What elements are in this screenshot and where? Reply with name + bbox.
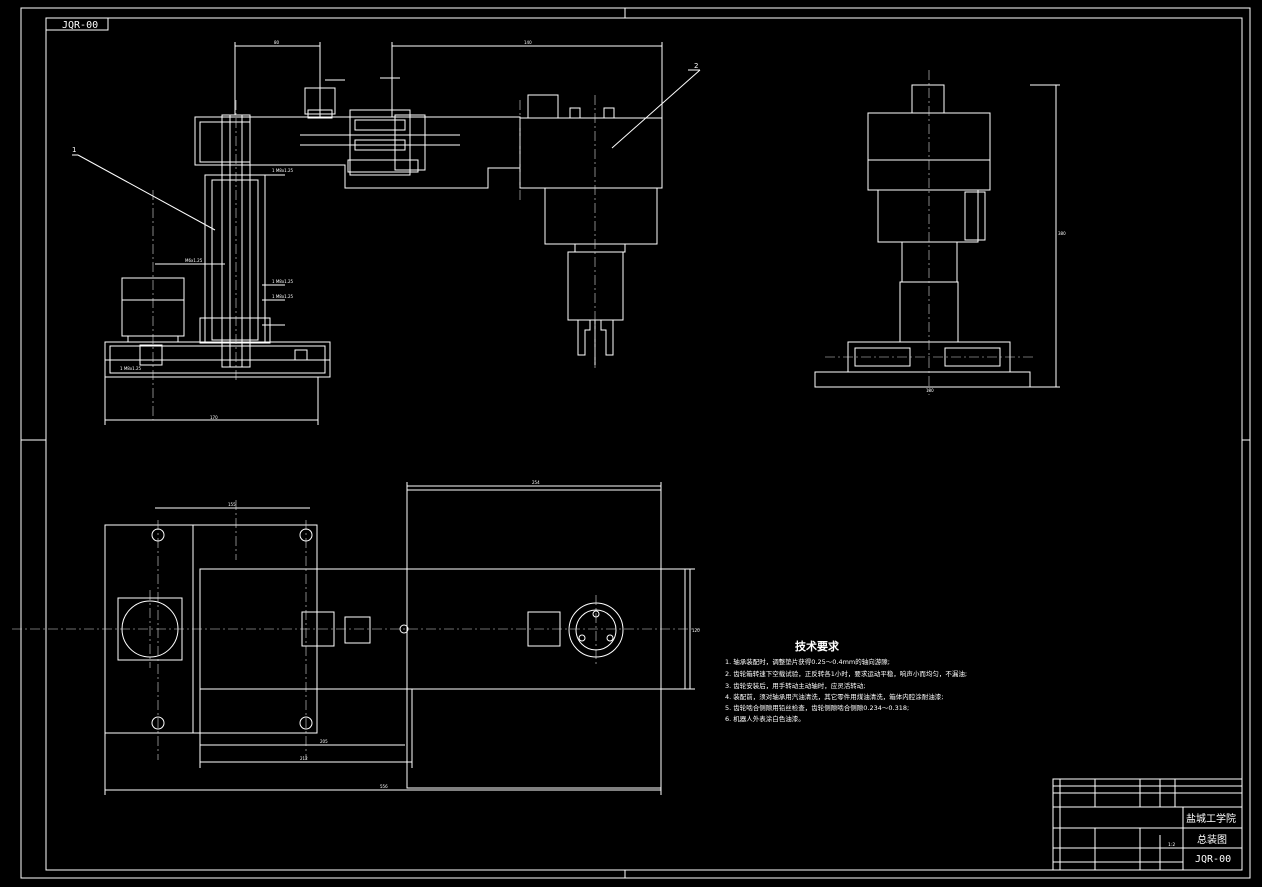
svg-text:1 M8x1.25: 1 M8x1.25 [272,279,294,284]
svg-text:1 M8x1.25: 1 M8x1.25 [272,168,294,173]
svg-text:155: 155 [228,502,236,507]
svg-text:180: 180 [926,388,934,393]
tech-requirement-item: 5. 齿轮啮合侧隙用铅丝检查，齿轮侧隙啮合侧隙0.234～0.318; [725,703,909,712]
front-view-dims: 170 80 140 M6x1.25 1 M8x1.25 1 M8x1.25 1… [120,40,532,420]
svg-text:380: 380 [1058,231,1066,236]
title-block [1052,778,1243,871]
svg-text:254: 254 [532,480,540,485]
drawing-scale: 1:2 [1168,842,1175,848]
center-marks [21,8,1250,878]
svg-text:212: 212 [300,756,308,761]
top-view-dims: 556 212 205 254 155 120 [228,480,700,789]
school-name: 盐城工学院 [1186,812,1236,825]
drawing-code: JQR-00 [1195,854,1231,865]
svg-text:1 M8x1.25: 1 M8x1.25 [120,366,142,371]
front-view-centerlines [152,95,596,420]
balloon-labels: 1 2 [72,62,698,154]
tech-requirements: 技术要求 1. 轴承装配时，调整垫片获得0.25～0.4mm的轴向游隙; 2. … [725,639,967,723]
balloon-2: 2 [694,62,698,70]
svg-text:80: 80 [274,40,280,45]
tech-requirement-item: 2. 齿轮箱转速下空载试验，正反转各1小时，要求运动平稳，响声小而均匀，不漏油; [725,669,967,678]
svg-text:140: 140 [524,40,532,45]
svg-text:120: 120 [692,628,700,633]
tech-requirements-title: 技术要求 [795,639,840,653]
svg-text:205: 205 [320,739,328,744]
drawing-tag-text: JQR-00 [62,20,98,31]
tech-requirement-item: 3. 齿轮安装后，用手转动主动轴时，应灵活转动; [725,681,865,690]
tech-requirement-item: 1. 轴承装配时，调整垫片获得0.25～0.4mm的轴向游隙; [725,657,890,666]
svg-text:556: 556 [380,784,388,789]
svg-text:1 M8x1.25: 1 M8x1.25 [272,294,294,299]
inner-border [45,17,1243,871]
balloon-1: 1 [72,146,76,154]
side-view [814,84,1060,388]
outer-border [20,7,1251,879]
drawing-name: 总装图 [1197,833,1227,846]
svg-text:170: 170 [210,415,218,420]
front-view [72,42,701,425]
side-view-centerlines [825,70,1035,395]
tech-requirement-item: 4. 装配前，须对轴承用汽油清洗，其它零件用煤油清洗，箱体内腔涂耐油漆; [725,692,943,701]
title-block-text: 盐城工学院 总装图 JQR-00 1:2 [1168,812,1236,865]
top-view [104,482,695,795]
top-view-centerlines [12,500,700,760]
tech-requirement-item: 6. 机器人外表涂白色油漆。 [725,714,805,723]
svg-text:M6x1.25: M6x1.25 [185,258,203,263]
drawing-tag: JQR-00 [45,17,109,31]
side-view-dims: 380 180 [926,231,1066,393]
